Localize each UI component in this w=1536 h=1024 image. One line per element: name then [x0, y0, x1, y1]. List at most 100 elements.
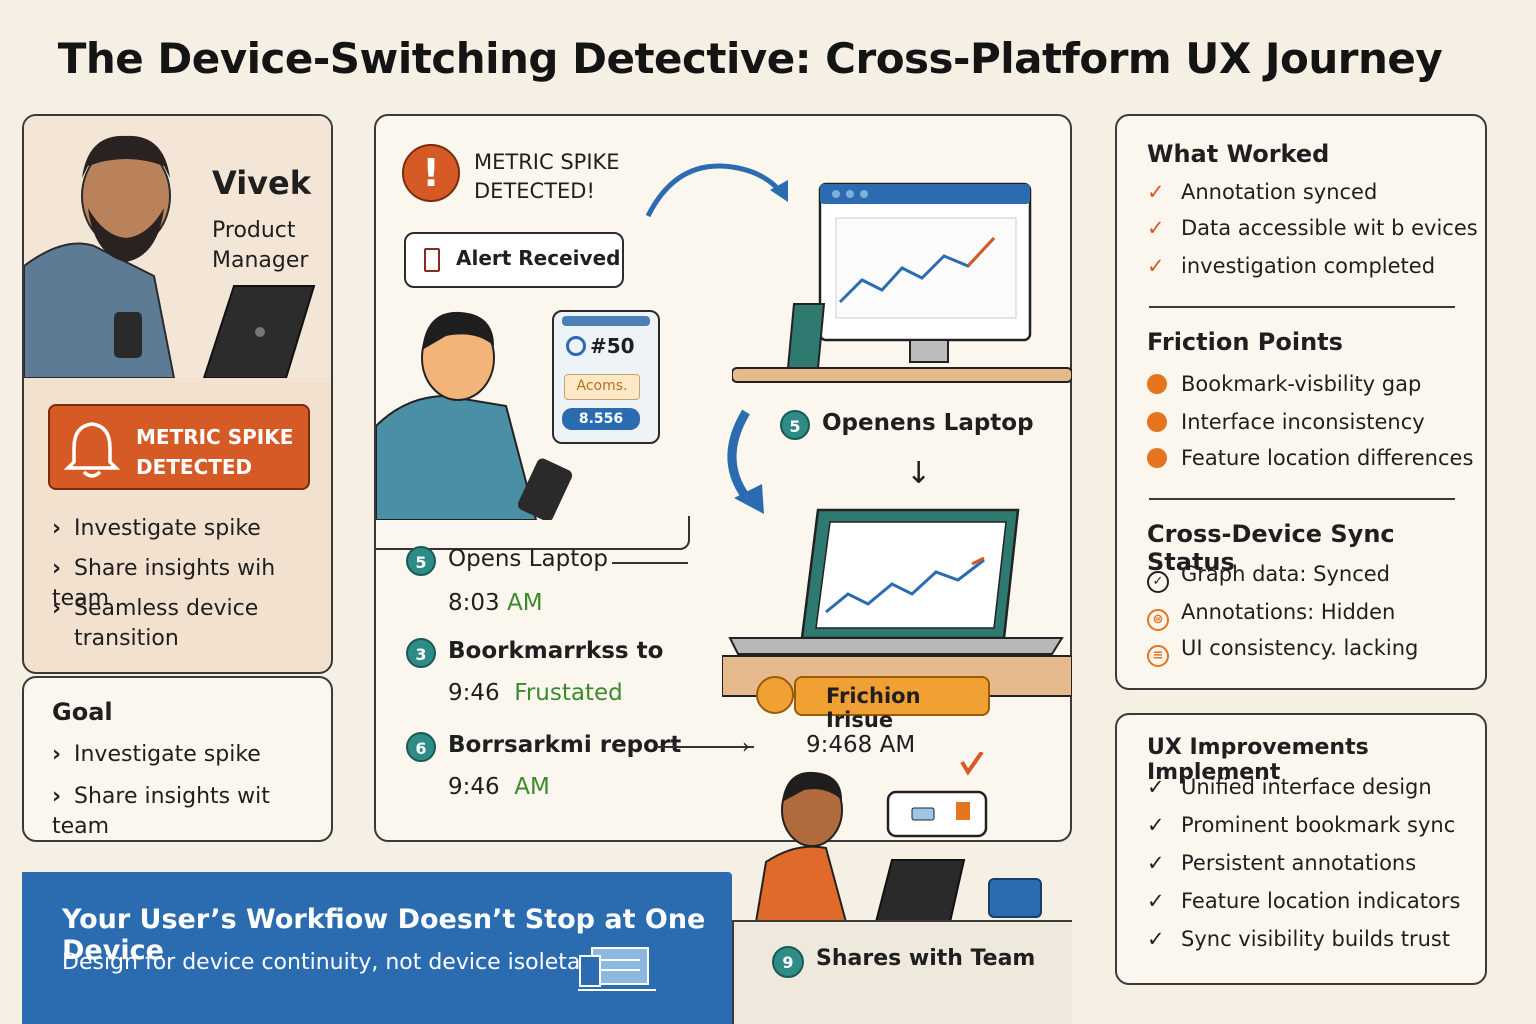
step-number: 6 [406, 732, 436, 762]
check-icon: ✓ [1147, 775, 1165, 799]
exclamation-icon: ! [402, 144, 460, 202]
list-item: ✓Prominent bookmark sync [1147, 813, 1456, 837]
goal-card: Goal ›Investigate spike ›Share insights … [22, 676, 333, 842]
list-item: ✓Graph data: Synced [1147, 562, 1390, 593]
list-item: ›Seamless device [52, 594, 258, 624]
persona-name: Vivek [212, 164, 312, 202]
sync-status-title: Cross-Device Sync Status [1147, 520, 1395, 576]
check-icon: ✓ [1147, 927, 1165, 951]
persona-illustration: Vivek Product Manager [24, 116, 331, 379]
spike-detected-text: METRIC SPIKE DETECTED! [474, 150, 620, 203]
list-item: ›Investigate spike [52, 740, 261, 770]
target-icon [566, 336, 586, 356]
insights-panel: What Worked ✓Annotation synced ✓Data acc… [1115, 114, 1487, 690]
phone-label: Acoms. [564, 374, 640, 400]
persona-role: Product Manager [212, 216, 308, 276]
friction-issue-tag: Frichion Irisue [794, 676, 990, 732]
step-label: Borrsarkmi report [448, 732, 682, 758]
alert-line1: METRIC SPIKE [136, 425, 294, 449]
list-item: ✓investigation completed [1147, 254, 1436, 278]
persona-figure-icon [24, 116, 331, 379]
list-item: ✓Annotation synced [1147, 180, 1378, 204]
check-icon: ✓ [1147, 813, 1165, 837]
persona-task-list: ›Investigate spike ›Share insights wih t… [52, 514, 322, 664]
laptop-illustration [722, 508, 1072, 697]
metric-spike-alert: METRIC SPIKE DETECTED [48, 404, 310, 490]
step-label: Boorkmarrkss to [448, 638, 664, 664]
list-item: Interface inconsistency [1147, 410, 1425, 434]
bullet-icon [1147, 374, 1167, 394]
closing-banner: Your User’s Workfiow Doesn’t Stop at One… [22, 872, 732, 1024]
step-time: 9:46 AM [448, 774, 550, 800]
check-icon: ✓ [1147, 254, 1165, 278]
chevron-right-icon: › [52, 596, 62, 621]
list-item: ›Share insights wih team [52, 556, 276, 611]
journey-panel: ! METRIC SPIKE DETECTED! Alert Received … [374, 114, 1072, 922]
check-circle-icon: ✓ [1147, 571, 1169, 593]
goal-list: ›Investigate spike ›Share insights wit t… [52, 740, 332, 839]
bell-icon [64, 422, 120, 478]
chevron-right-icon: › [52, 784, 62, 809]
warning-circle-icon: ⊜ [1147, 609, 1169, 631]
step-number: 5 [406, 546, 436, 576]
step-time: 9:46 Frustated [448, 680, 623, 706]
phone-badge: #50 [566, 334, 635, 358]
list-item: ✓Feature location indicators [1147, 889, 1461, 913]
divider [1149, 306, 1455, 308]
curved-down-arrow-icon [727, 409, 764, 514]
warning-circle-icon: ≡ [1147, 645, 1169, 667]
check-icon: ✓ [1147, 851, 1165, 875]
user-with-phone-illustration [376, 311, 573, 520]
chevron-right-icon: › [52, 516, 62, 541]
persona-role-line2: Manager [212, 248, 309, 273]
persona-role-line1: Product [212, 218, 296, 243]
step-number: 5 [780, 410, 810, 440]
bullet-icon [1147, 448, 1167, 468]
step-number: 3 [406, 638, 436, 668]
chevron-right-icon: › [52, 556, 62, 581]
divider [1149, 498, 1455, 500]
step-label: Shares with Team [816, 946, 1036, 971]
goal-title: Goal [52, 698, 113, 726]
check-icon: ✓ [1147, 889, 1165, 913]
friction-points-title: Friction Points [1147, 328, 1343, 356]
list-item: ›Share insights wit team [52, 784, 270, 839]
server-icon [988, 878, 1042, 918]
arrow-down-icon: ↓ [906, 456, 932, 491]
list-item: ✓Sync visibility builds trust [1147, 927, 1451, 951]
step-time: 8:03 AM [448, 590, 543, 616]
improvements-title: UX Improvements Implement [1147, 735, 1369, 785]
improvements-panel: UX Improvements Implement ✓Unified inter… [1115, 713, 1487, 985]
phone-screen: #50 Acoms. 8.556 [552, 310, 660, 444]
warning-icon [756, 676, 794, 714]
document-icon [424, 248, 440, 272]
banner-subtext: Design for device continuity, not device… [62, 950, 595, 975]
curved-arrow-icon [645, 163, 788, 218]
page-title: The Device-Switching Detective: Cross-Pl… [57, 34, 1443, 83]
arrow-time: 9:468 AM [806, 732, 916, 758]
list-item: ›Investigate spike [52, 514, 261, 544]
phone-value: 8.556 [562, 408, 640, 430]
step-label: Opens Laptop [448, 546, 608, 572]
check-icon: ✓ [1147, 216, 1165, 240]
arrow-right-icon [658, 746, 754, 748]
alert-received-bubble: Alert Received [404, 232, 624, 288]
step-label: Openens Laptop [822, 410, 1034, 436]
list-item: ⊜Annotations: Hidden [1147, 600, 1395, 631]
banner-headline: Your User’s Workfiow Doesn’t Stop at One… [62, 904, 706, 966]
desktop-monitor-illustration [732, 182, 1072, 383]
shares-with-team-step: 9 Shares with Team [732, 878, 1072, 1024]
list-item: ✓Data accessible wit b evices [1147, 216, 1478, 240]
step-number: 9 [772, 946, 804, 978]
list-item: Bookmark-visbility gap [1147, 372, 1421, 396]
user-with-laptop-illustration [754, 752, 988, 922]
list-item: ✓Unified interface design [1147, 775, 1432, 799]
chevron-right-icon: › [52, 742, 62, 767]
devices-icon [578, 947, 656, 991]
persona-card: Vivek Product Manager METRIC SPIKE DETEC… [22, 114, 333, 674]
list-item-continued: transition [74, 626, 179, 651]
alert-line2: DETECTED [136, 455, 253, 479]
list-item: ≡UI consistency. lacking [1147, 636, 1418, 667]
bullet-icon [1147, 412, 1167, 432]
check-icon: ✓ [1147, 180, 1165, 204]
